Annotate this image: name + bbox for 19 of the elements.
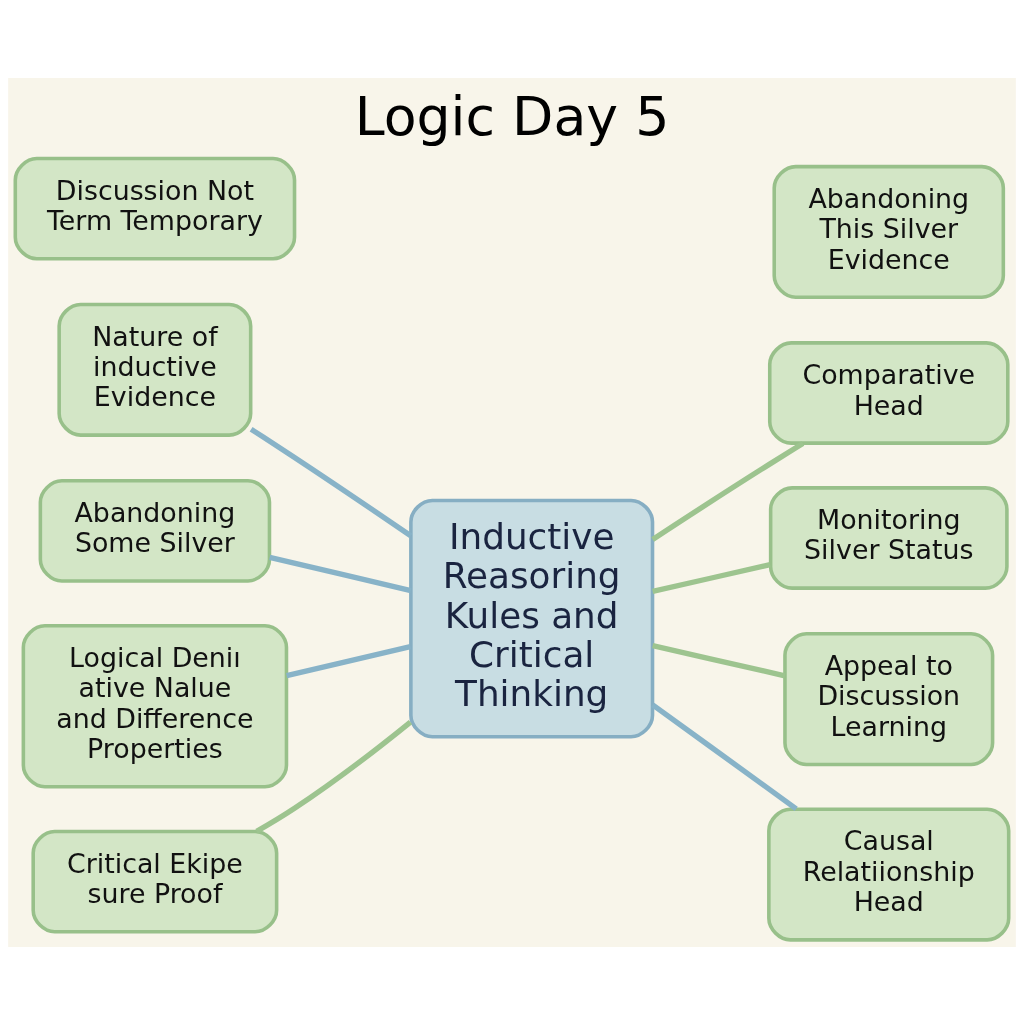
node-box: Logical Deniı ative Nalue and Difference Properties [21,623,289,789]
node-box: Abandoning Some Silver [38,478,272,583]
connector [269,554,412,593]
connector [652,642,786,678]
connector [651,702,798,811]
node-box: Discussion Not Term Temporary [13,156,297,261]
node-box: Monitoring Silver Status [768,485,1009,590]
node-box: Causal Relatiionship Head [767,806,1011,942]
node-box: Nature of inductive Evidence [57,302,253,437]
connector [255,719,413,834]
node-box: Abandoning This Silver Evidence [772,164,1006,299]
node-box: Comparative Head [767,340,1010,445]
connector [249,426,413,538]
node-box: Appeal to Discussion Learning [783,631,995,766]
connector [286,643,411,678]
node-box: Inductive Reasoring Kules and Critical Thinking [409,498,655,738]
node-box: Critical Ekipe sure Proof [31,829,279,934]
connector [652,561,771,594]
diagram-title: Logic Day 5 [354,84,670,148]
